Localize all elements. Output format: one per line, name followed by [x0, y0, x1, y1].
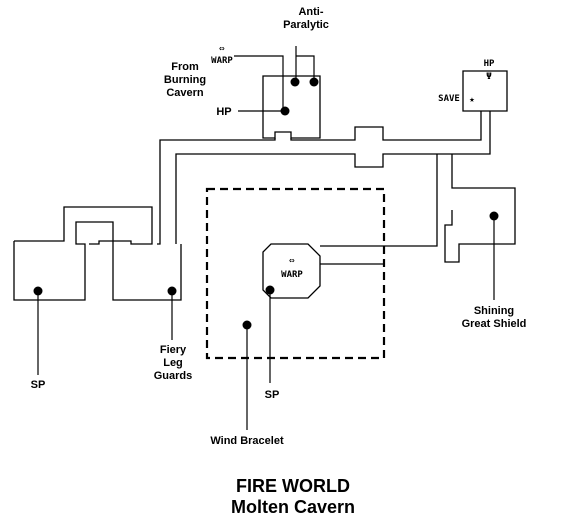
hp-marker	[280, 106, 290, 116]
save-room	[462, 70, 508, 112]
fiery-label-3: Guards	[154, 370, 193, 382]
map-subtitle: Molten Cavern	[230, 497, 356, 517]
cavern-map: Anti- Paralytic ⇔ WARP From Burning Cave…	[13, 6, 527, 447]
warp-arrow-icon: ⇔	[219, 44, 225, 54]
sp-left-marker	[33, 286, 43, 296]
fiery-leg-guards-marker	[167, 286, 177, 296]
hp-trident-icon: Ψ	[486, 72, 492, 82]
from-burning-label-1: From	[171, 61, 199, 73]
anti-paralytic-marker-2	[309, 77, 319, 87]
hp-left-label: HP	[216, 106, 231, 118]
from-burning-label-3: Cavern	[166, 87, 204, 99]
anti-paralytic-label-2: Paralytic	[283, 19, 329, 31]
sp-left-label: SP	[31, 379, 46, 391]
left-rooms	[13, 206, 182, 301]
sp-center-marker	[265, 285, 275, 295]
shining-label-2: Great Shield	[462, 318, 527, 330]
warp-center-arrow-icon: ⇔	[289, 256, 295, 266]
corridor-inner-2	[175, 111, 491, 244]
save-star-icon: ★	[469, 95, 475, 105]
shining-label-1: Shining	[474, 305, 514, 317]
anti-paralytic-marker-1	[290, 77, 300, 87]
sp-center-label: SP	[265, 389, 280, 401]
wind-bracelet-marker	[242, 320, 252, 330]
hp-right-label: HP	[484, 59, 495, 69]
map-title: FIRE WORLD	[236, 476, 350, 496]
wind-bracelet-label: Wind Bracelet	[210, 435, 284, 447]
fiery-label-1: Fiery	[160, 344, 187, 356]
corridor-outer	[157, 138, 276, 245]
save-label: SAVE	[438, 94, 460, 104]
shining-shield-marker	[489, 211, 499, 221]
center-room	[262, 243, 383, 299]
from-burning-label-2: Burning	[164, 74, 206, 86]
anti-paralytic-label-1: Anti-	[298, 6, 323, 18]
warp-top-label: WARP	[211, 56, 233, 66]
fiery-label-2: Leg	[163, 357, 183, 369]
corridor-inner	[290, 111, 482, 141]
warp-center-label: WARP	[281, 270, 303, 280]
dashed-area	[205, 187, 386, 360]
top-room	[262, 75, 321, 139]
right-corridor	[320, 154, 516, 263]
